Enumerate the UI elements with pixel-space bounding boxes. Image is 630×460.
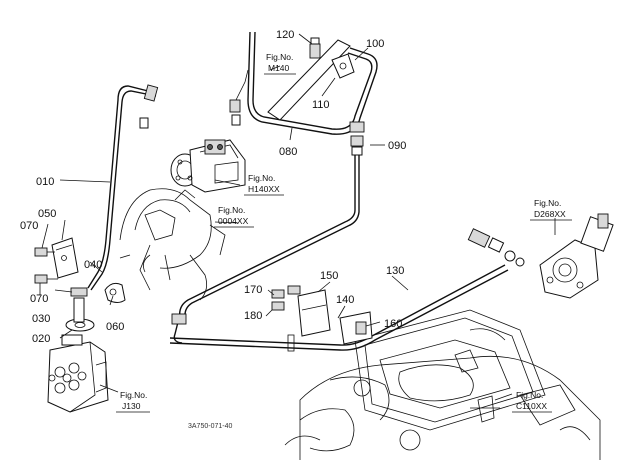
label-070-bottom: 070 (30, 293, 48, 305)
fig-code: 0004XX (218, 216, 249, 226)
label-160: 160 (384, 318, 402, 330)
fig-code: D268XX (534, 209, 566, 219)
fitting-120 (309, 37, 321, 59)
fitting-180 (171, 313, 187, 325)
drawing-code: 3A750-071-40 (188, 423, 232, 430)
fig-code: M140 (268, 63, 290, 73)
steering-pump (539, 213, 614, 299)
label-180: 180 (244, 310, 262, 322)
label-030: 030 (32, 313, 50, 325)
label-010: 010 (36, 176, 54, 188)
engine-block (119, 188, 226, 301)
fig-ref-c110xx: Fig.No. C110XX (512, 390, 552, 413)
fig-ref-h140xx: Fig.No. H140XX (244, 173, 284, 196)
fig-ref-j130: Fig.No. J130 (116, 390, 150, 413)
pipe-end-fittings (467, 228, 525, 267)
bracket-050 (34, 237, 79, 284)
fig-prefix: Fig.No. (266, 52, 293, 62)
c110-fitting (470, 395, 500, 423)
pipe-010-b (90, 90, 157, 291)
label-050: 050 (38, 208, 56, 220)
fig-ref-d268xx: Fig.No. D268XX (530, 198, 572, 221)
clamp-plate-110 (267, 39, 355, 121)
label-150: 150 (320, 270, 338, 282)
label-020: 020 (32, 333, 50, 345)
bracket-150 (287, 289, 373, 352)
label-090: 090 (388, 140, 406, 152)
label-070-top: 070 (20, 220, 38, 232)
label-120: 120 (276, 29, 294, 41)
fig-ref-m140: Fig.No. M140 (264, 52, 296, 75)
pipe-010 (87, 85, 153, 289)
pipe-clamp (104, 282, 126, 303)
label-040: 040 (84, 259, 102, 271)
label-130: 130 (386, 265, 404, 277)
label-110: 110 (312, 99, 330, 111)
flange-020 (65, 287, 95, 332)
label-080: 080 (279, 146, 297, 158)
transmission-housing (284, 309, 601, 460)
fig-prefix: Fig.No. (248, 173, 275, 183)
injection-pump (170, 139, 246, 193)
fig-prefix: Fig.No. (218, 205, 245, 215)
pipe-lower-loop (173, 321, 183, 344)
fig-prefix: Fig.No. (534, 198, 561, 208)
label-140: 140 (336, 294, 354, 306)
leader-lines (39, 33, 556, 401)
pipe-090-b (184, 155, 360, 319)
pipe-130-b (169, 269, 509, 351)
label-100: 100 (366, 38, 384, 50)
bolts-170 (271, 285, 301, 311)
fig-ref-0004xx: Fig.No. 0004XX (214, 205, 254, 228)
pipe-080-b (252, 31, 373, 130)
hydraulic-gear-pump (47, 334, 109, 413)
fig-code: H140XX (248, 184, 280, 194)
label-170: 170 (244, 284, 262, 296)
label-060: 060 (106, 321, 124, 333)
fig-code: J130 (122, 401, 141, 411)
fitting-top-left (139, 69, 249, 129)
fig-prefix: Fig.No. (120, 390, 147, 400)
fig-code: C110XX (516, 401, 547, 411)
pipe-090 (178, 155, 356, 319)
fig-prefix: Fig.No. (516, 390, 543, 400)
fitting-090 (349, 121, 365, 156)
